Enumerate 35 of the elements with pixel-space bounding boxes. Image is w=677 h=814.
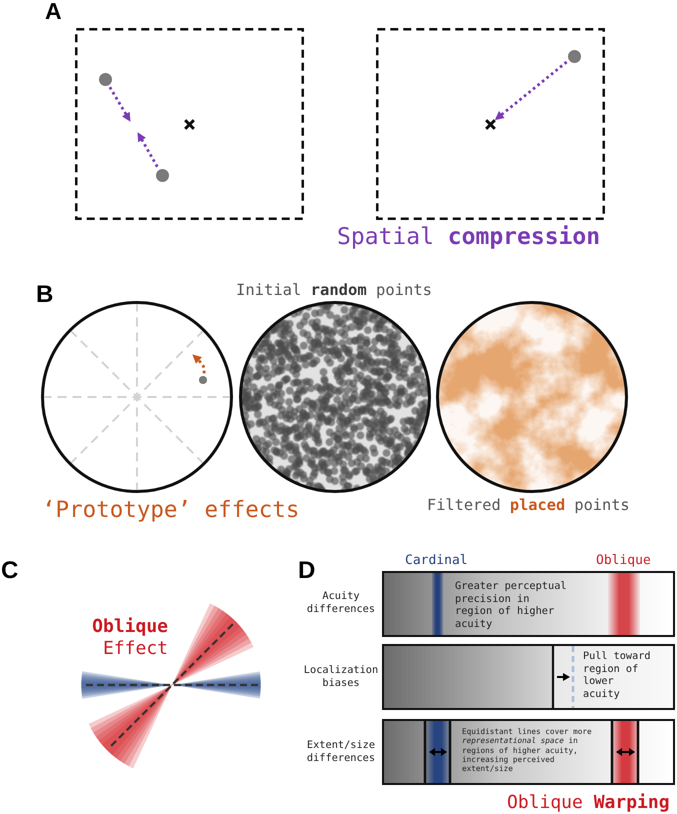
row-label: Extent/size differences [306,739,376,764]
band-label: Oblique [596,553,651,569]
node-label: Filtered placed points [427,496,630,514]
cross-mark [184,118,194,130]
dotted-arrow [494,60,568,121]
gradient-bar [382,571,675,637]
point-dot [199,376,207,384]
dotted-arrow [192,354,206,374]
node-label: Initial random points [236,281,432,300]
description: Pull toward region of lower acuity [583,651,652,702]
filtered-points-disc [436,301,628,493]
dotted-arrow [136,132,158,168]
dashed-frame [376,28,605,220]
point-dot [98,72,112,86]
caption: Spatial compression [337,224,600,252]
panel-letter: A [45,0,62,23]
dashed-frame [75,28,304,220]
point-dot [568,50,580,62]
row-label: Acuity differences [306,590,376,615]
cross-mark [484,118,496,130]
gradient-bar [382,644,675,710]
description: Greater perceptual precision in region of higher acuity [455,580,568,631]
panel-letter: C [1,559,18,583]
caption: Oblique Warping [507,792,670,814]
panel-letter: B [36,283,54,307]
random-points-disc [238,301,430,493]
point-dot [156,168,168,182]
panel-letter: D [298,559,316,583]
caption: Oblique Effect [91,616,168,660]
gradient-bar [382,719,675,785]
row-label: Localization biases [302,664,380,689]
band-label: Cardinal [405,553,468,569]
node-label: ‘Prototype’ effects [42,497,300,524]
dotted-arrow [108,86,132,122]
dashed-spoke-circle [40,301,232,493]
